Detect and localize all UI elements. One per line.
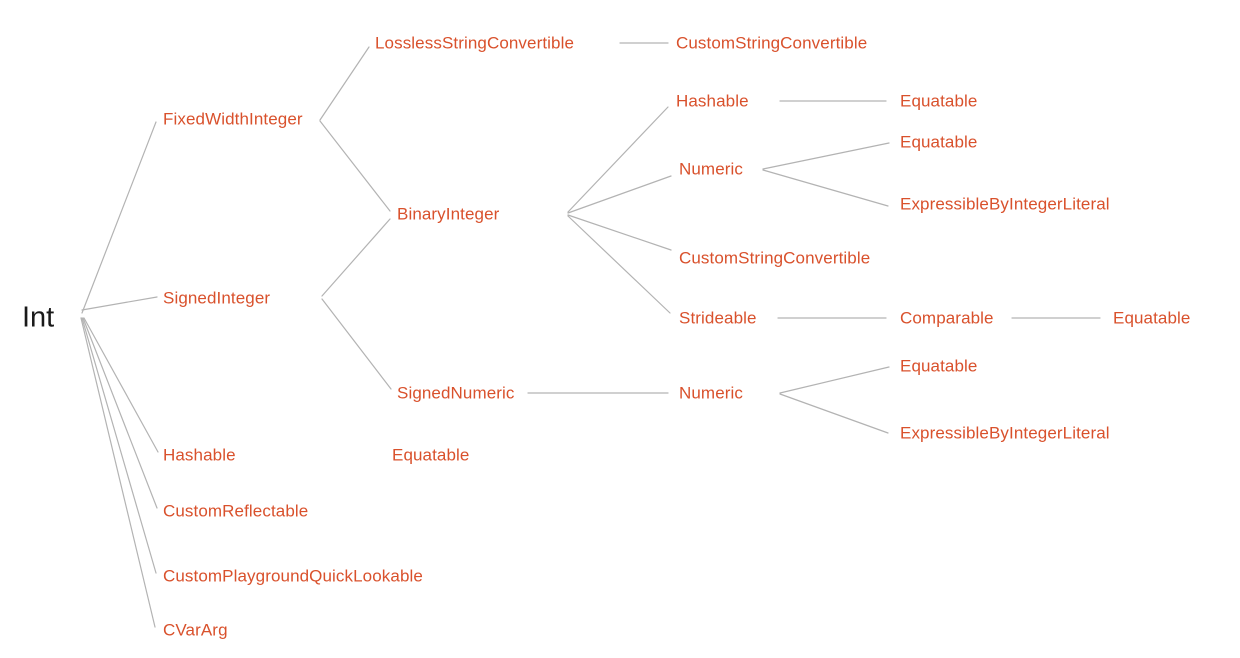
node-signedinteger[interactable]: SignedInteger — [163, 288, 271, 308]
node-cvararg[interactable]: CVarArg — [163, 620, 228, 640]
edge-signedinteger-to-signednumeric — [321, 298, 392, 390]
edge-int-to-fixedwidthinteger — [81, 121, 157, 314]
edge-int-to-customplayground — [81, 317, 157, 574]
node-numeric-bottom[interactable]: Numeric — [679, 383, 743, 403]
node-equatable-r1[interactable]: Equatable — [900, 91, 978, 111]
node-fixedwidthinteger[interactable]: FixedWidthInteger — [163, 109, 303, 129]
edge-binaryinteger-to-strideable — [567, 215, 671, 314]
node-equatable-l[interactable]: Equatable — [392, 445, 470, 465]
node-expressible-r1[interactable]: ExpressibleByIntegerLiteral — [900, 194, 1110, 214]
edge-numeric-bottom-to-equatable-r3 — [779, 366, 890, 394]
edge-binaryinteger-to-hashable-r — [567, 106, 669, 213]
node-hashable-l[interactable]: Hashable — [163, 445, 236, 465]
node-signednumeric[interactable]: SignedNumeric — [397, 383, 515, 403]
node-hashable-r[interactable]: Hashable — [676, 91, 749, 111]
edge-numeric-top-to-equatable-r2 — [762, 142, 890, 170]
edge-int-to-hashable-l — [83, 317, 159, 453]
node-comparable[interactable]: Comparable — [900, 308, 994, 328]
edge-binaryinteger-to-numeric-top — [567, 175, 672, 214]
node-equatable-far[interactable]: Equatable — [1113, 308, 1191, 328]
node-customstring-mid[interactable]: CustomStringConvertible — [679, 248, 871, 268]
edge-signedinteger-to-binaryinteger — [321, 218, 391, 297]
edge-numeric-top-to-expressible-r1 — [762, 169, 889, 207]
node-int[interactable]: Int — [22, 301, 55, 334]
node-numeric-top[interactable]: Numeric — [679, 159, 743, 179]
node-strideable[interactable]: Strideable — [679, 308, 757, 328]
edge-fixedwidthinteger-to-losslessstring — [319, 46, 370, 121]
edge-int-to-cvararg — [80, 317, 156, 628]
node-customreflectable[interactable]: CustomReflectable — [163, 501, 309, 521]
node-expressible-r2[interactable]: ExpressibleByIntegerLiteral — [900, 423, 1110, 443]
edge-fixedwidthinteger-to-binaryinteger — [319, 120, 391, 212]
edge-int-to-customreflectable — [82, 317, 158, 509]
node-losslessstring[interactable]: LosslessStringConvertible — [375, 33, 575, 53]
edge-binaryinteger-to-customstring-mid — [567, 214, 672, 251]
edge-numeric-bottom-to-expressible-r2 — [779, 393, 889, 434]
node-binaryinteger[interactable]: BinaryInteger — [397, 204, 500, 224]
node-customstring-top[interactable]: CustomStringConvertible — [676, 33, 868, 53]
node-customplayground[interactable]: CustomPlaygroundQuickLookable — [163, 566, 423, 586]
edge-int-to-signedinteger — [81, 296, 158, 311]
node-equatable-r2[interactable]: Equatable — [900, 132, 978, 152]
node-equatable-r3[interactable]: Equatable — [900, 356, 978, 376]
